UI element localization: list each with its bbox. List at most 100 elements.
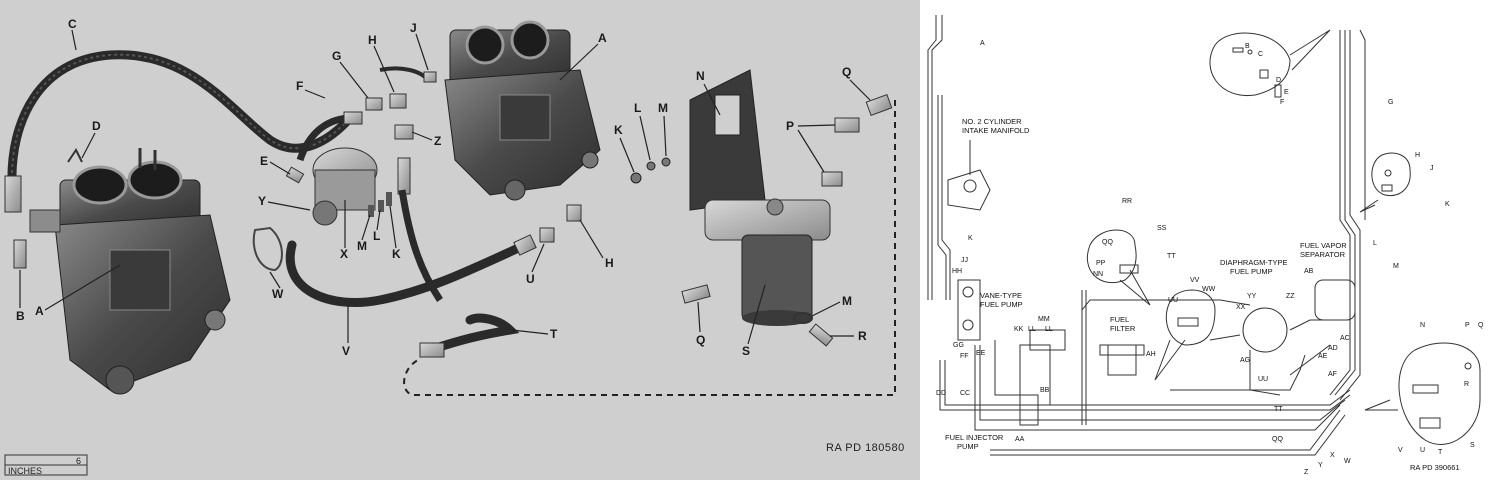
routing-dashed-line [403,100,896,396]
callout-m-right: M [658,101,668,115]
callout-w: W [272,287,284,301]
callout-tt-bubble: TT [1167,253,1176,260]
callout-a-right: A [598,31,607,45]
callout-ww: WW [1202,286,1216,293]
callout-hh: HH [952,268,962,275]
scale-value: 6 [76,456,81,466]
callout-f: F [1280,99,1284,106]
callout-l: L [1373,240,1377,247]
callout-q: Q [1478,322,1484,329]
callout-u: U [526,272,535,286]
callout-uu-bottom: UU [1258,376,1268,383]
callout-ff: FF [960,353,969,360]
callout-gg: GG [953,342,964,349]
callout-x: X [340,247,348,261]
label-vane-1: VANE-TYPE [980,291,1022,300]
callout-h-mid: H [605,256,614,270]
hose-v [285,240,530,308]
label-diaphragm-1: DIAPHRAGM-TYPE [1220,258,1288,267]
callout-w: W [1344,458,1351,465]
part-b [13,239,27,269]
callout-xx: XX [1236,304,1246,311]
callout-k-left: K [968,235,973,242]
callout-f: F [296,79,303,93]
callout-ah: AH [1146,351,1156,358]
exploded-view-drawing: C D B A E F G H J A [4,17,905,476]
callout-e: E [260,154,268,168]
callout-g: G [332,49,341,63]
callout-pp: PP [1096,260,1106,267]
callout-ae: AE [1318,353,1328,360]
scale-label: INCHES [8,466,42,476]
callout-r: R [858,329,867,343]
callout-y: Y [1318,462,1323,469]
callout-ac: AC [1340,335,1350,342]
callout-k-left: K [392,247,401,261]
callout-af: AF [1328,371,1337,378]
callout-zz: ZZ [1286,293,1295,300]
callout-l-right: L [634,101,641,115]
callout-ag: AG [1240,357,1250,364]
callout-jj: JJ [961,257,968,264]
callout-c: C [1258,51,1263,58]
callout-ab: AB [1304,268,1314,275]
vane-pump [312,147,378,226]
callout-u: U [1420,447,1425,454]
callout-j: J [410,21,417,35]
callout-h: H [1415,152,1420,159]
callout-x: X [1330,452,1335,459]
carburetor-left [29,148,231,395]
hose-c [7,50,355,190]
schematic-drawing: NO. 2 CYLINDER INTAKE MANIFOLD VANE-TYPE… [927,15,1484,476]
callout-qq-bottom: QQ [1272,436,1283,443]
ref-number-left: RA PD 180580 [826,442,905,454]
callout-kk: KK [1014,326,1024,333]
callout-p: P [786,119,794,133]
left-callouts: C D B A E F G H J A [16,17,871,358]
bracket-n [689,69,766,211]
fuel-filter [704,198,831,326]
callout-rr: RR [1122,198,1132,205]
callout-k-bubble: K [1445,201,1450,208]
carburetor-right [444,20,601,201]
callout-g: G [1388,99,1393,106]
callout-ll-2: LL [1045,326,1053,333]
label-injector-1: FUEL INJECTOR [945,433,1004,442]
schematic-labels: NO. 2 CYLINDER INTAKE MANIFOLD VANE-TYPE… [945,117,1460,472]
callout-m-left: M [357,239,367,253]
label-intake-1: NO. 2 CYLINDER [962,117,1022,126]
callout-r: R [1464,381,1469,388]
callout-t: T [1438,449,1443,456]
exploded-view-panel: C D B A E F G H J A [0,0,920,480]
callout-p: P [1465,322,1470,329]
callout-v: V [1398,447,1403,454]
callout-k-right: K [614,123,623,137]
label-vane-2: FUEL PUMP [980,300,1023,309]
callout-bb: BB [1040,387,1050,394]
callout-a: A [980,40,985,47]
hose-t [425,313,520,355]
callout-qq-bubble: QQ [1102,239,1113,246]
callout-v: V [342,344,350,358]
callout-j: J [1430,165,1434,172]
callout-t: T [550,327,558,341]
callout-l: L [373,229,380,243]
callout-q-top: Q [842,65,851,79]
ref-number-right: RA PD 390661 [1410,463,1460,472]
label-diaphragm-2: FUEL PUMP [1230,267,1273,276]
callout-tt-bottom: TT [1274,406,1283,413]
part-d [67,148,83,163]
callout-s: S [742,344,750,358]
label-filter-2: FILTER [1110,324,1136,333]
callout-q-bottom: Q [696,333,705,347]
callout-vv: VV [1190,277,1200,284]
callout-nn: NN [1093,271,1103,278]
callout-n: N [1420,322,1425,329]
label-injector-2: PUMP [957,442,979,451]
callout-d: D [92,119,101,133]
label-intake-2: INTAKE MANIFOLD [962,126,1030,135]
label-vapor-1: FUEL VAPOR [1300,241,1347,250]
callout-d: D [1276,77,1281,84]
callout-s: S [1470,442,1475,449]
callout-m: M [1393,263,1399,270]
